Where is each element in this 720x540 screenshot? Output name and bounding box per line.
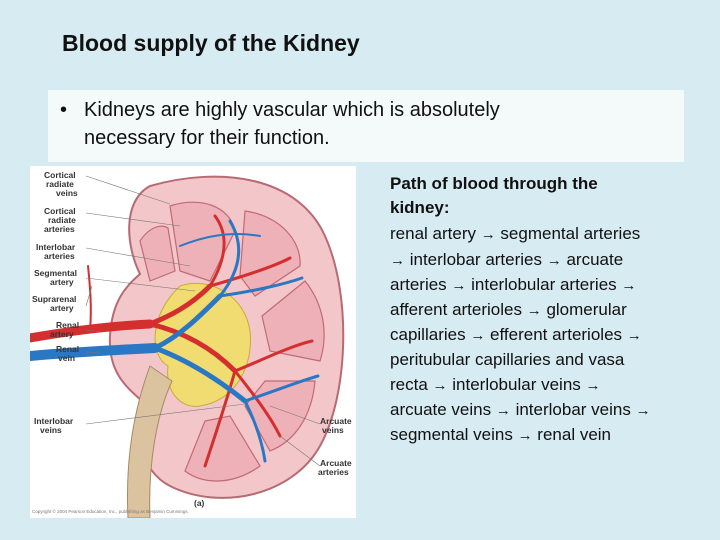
path-text: recta <box>390 374 433 394</box>
arterial-tree <box>30 214 314 468</box>
path-text: interlobular veins <box>447 374 586 394</box>
path-text: afferent arterioles <box>390 300 527 320</box>
bullet-text: Kidneys are highly vascular which is abs… <box>84 96 674 152</box>
path-line: arteries → interlobular arteries → <box>390 273 708 298</box>
path-line: capillaries → efferent arterioles → <box>390 323 708 348</box>
path-text: renal vein <box>532 425 612 445</box>
label-leaders <box>85 175 321 467</box>
arrow-icon: → <box>432 376 448 394</box>
arrow-icon: → <box>585 376 601 394</box>
path-heading: Path of blood through the kidney: <box>390 172 708 220</box>
bullet-item: • Kidneys are highly vascular which is a… <box>58 96 674 152</box>
path-text: peritubular capillaries and vasa <box>390 350 625 370</box>
path-text: renal artery <box>390 224 481 244</box>
path-text: arcuate veins <box>390 399 496 419</box>
arrow-icon: → <box>495 401 511 419</box>
copyright-notice: Copyright © 2004 Pearson Education, Inc.… <box>32 508 189 514</box>
arrow-icon: → <box>635 401 651 419</box>
path-text: capillaries <box>390 325 471 345</box>
arrow-icon: → <box>626 327 642 345</box>
arrow-icon: → <box>526 302 542 320</box>
arrow-icon: → <box>390 251 405 269</box>
arrow-icon: → <box>546 251 562 269</box>
arrow-icon: → <box>470 327 486 345</box>
path-text: arteries <box>390 274 452 294</box>
path-lines: renal artery → segmental arteries→ inter… <box>390 222 708 448</box>
path-text: glomerular <box>541 300 627 320</box>
path-text: interlobular arteries <box>466 274 622 294</box>
path-line: afferent arterioles → glomerular <box>390 298 708 323</box>
arrow-icon: → <box>517 427 533 445</box>
bullet-line: necessary for their function. <box>84 127 330 149</box>
path-text: segmental arteries <box>495 224 641 244</box>
arrow-icon: → <box>451 276 467 294</box>
path-text: interlobar arteries <box>405 249 547 269</box>
ureter <box>127 365 173 518</box>
path-text: interlobar veins <box>510 399 636 419</box>
path-text: efferent arterioles <box>485 325 627 345</box>
path-line: recta → interlobular veins → <box>390 373 708 398</box>
path-heading-line: kidney: <box>390 198 450 218</box>
path-line: renal artery → segmental arteries <box>390 222 708 247</box>
bullet-box: • Kidneys are highly vascular which is a… <box>48 90 684 162</box>
panel-letter: (a) <box>194 498 205 508</box>
path-line: → interlobar arteries → arcuate <box>390 248 708 273</box>
path-line: segmental veins → renal vein <box>390 423 708 448</box>
path-line: peritubular capillaries and vasa <box>390 348 708 372</box>
path-text: arcuate <box>561 249 624 269</box>
arrow-icon: → <box>621 276 637 294</box>
path-line: arcuate veins → interlobar veins → <box>390 398 708 423</box>
bullet-line: Kidneys are highly vascular which is abs… <box>84 99 500 121</box>
bullet-marker: • <box>60 99 68 121</box>
path-text: segmental veins <box>390 425 518 445</box>
slide-title: Blood supply of the Kidney <box>62 30 360 56</box>
blood-path-text: Path of blood through the kidney: renal … <box>390 172 708 448</box>
path-heading-line: Path of blood through the <box>390 174 598 193</box>
venous-tree <box>30 219 320 463</box>
arrow-icon: → <box>480 226 496 244</box>
